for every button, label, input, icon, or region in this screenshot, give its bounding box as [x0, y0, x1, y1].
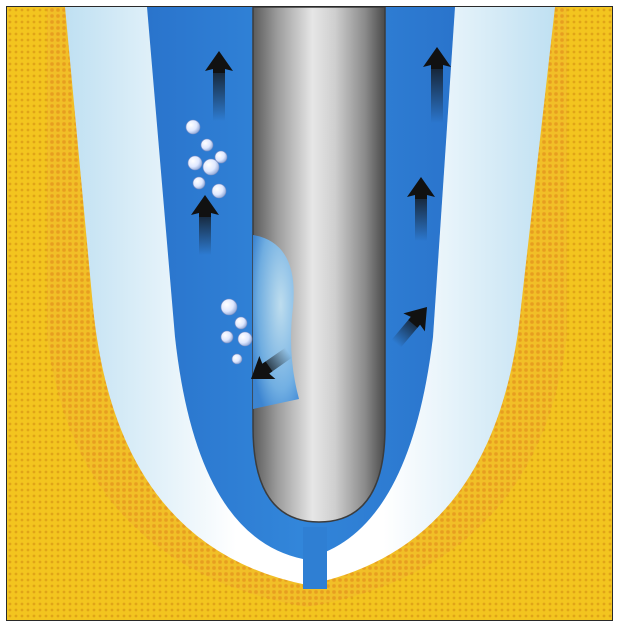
air-bubble	[238, 332, 252, 346]
air-bubble	[188, 156, 202, 170]
air-bubble	[201, 139, 213, 151]
diagram-frame	[6, 6, 613, 621]
apical-foramen	[303, 527, 327, 589]
air-bubble	[221, 331, 233, 343]
air-bubble	[215, 151, 227, 163]
air-bubble	[212, 184, 226, 198]
root-canal-irrigation-diagram	[7, 7, 613, 621]
air-bubble	[232, 354, 242, 364]
air-bubble	[186, 120, 200, 134]
air-bubble	[235, 317, 247, 329]
air-bubble	[193, 177, 205, 189]
air-bubble	[221, 299, 237, 315]
